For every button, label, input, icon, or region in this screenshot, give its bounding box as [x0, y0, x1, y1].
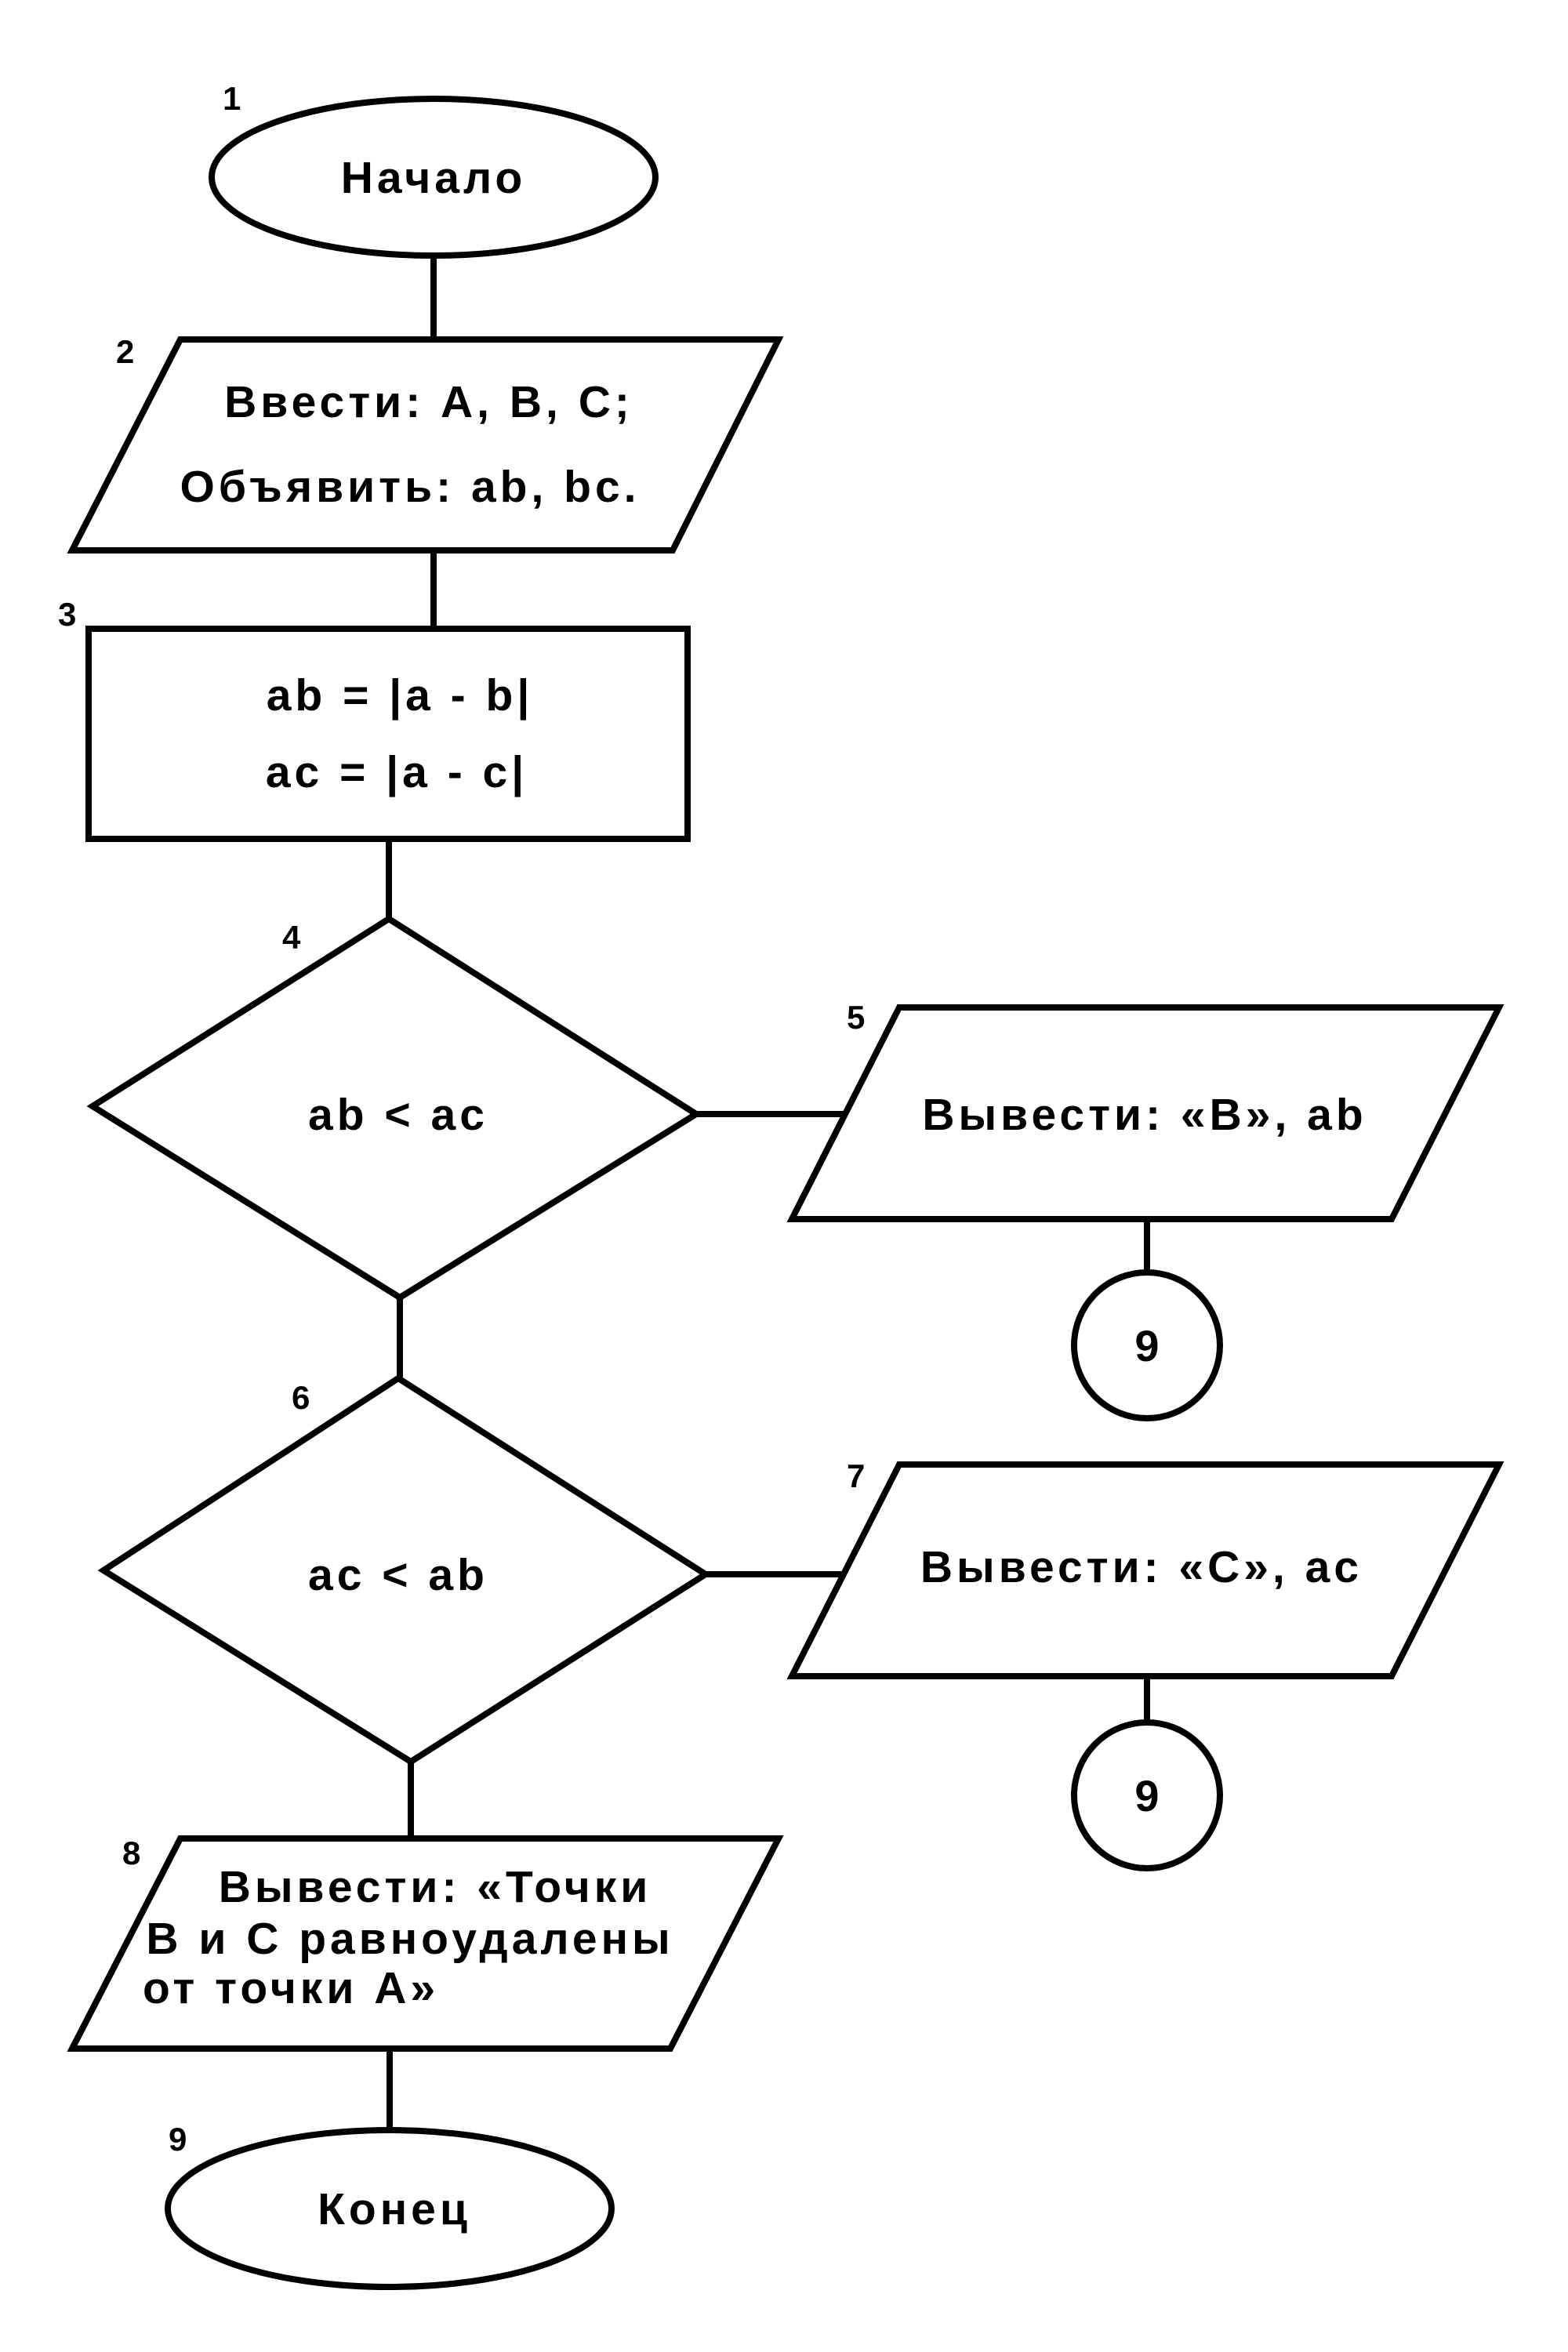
end-terminator	[165, 2127, 615, 2290]
block-number-3: 3	[58, 596, 76, 633]
link-c-label: 9	[1134, 1771, 1159, 1820]
compute-block	[85, 626, 691, 842]
decision-2-label: ac < ab	[308, 1550, 488, 1600]
decision-ac-lt-ab	[97, 1374, 712, 1766]
output-b-label: Вывести: «B», ab	[922, 1090, 1367, 1140]
output-equal-block	[67, 1835, 784, 2052]
link-circle-b	[1071, 1269, 1223, 1421]
link-circle-c	[1071, 1719, 1223, 1871]
start-label: Начало	[341, 153, 527, 203]
output-equal-line-2: B и C равноудалены	[146, 1914, 673, 1964]
block-number-2: 2	[116, 333, 134, 370]
output-b-block	[786, 1004, 1504, 1222]
block-number-9: 9	[169, 2121, 187, 2158]
block-number-5: 5	[847, 999, 865, 1036]
decision-ab-lt-ac	[86, 915, 702, 1301]
input-block	[67, 336, 784, 554]
block-number-7: 7	[847, 1457, 865, 1494]
input-line-1: Ввести: A, B, C;	[224, 377, 633, 427]
output-c-label: Вывести: «C», ac	[920, 1542, 1363, 1592]
output-equal-line-3: от точки A»	[143, 1963, 439, 2013]
link-b-label: 9	[1134, 1321, 1159, 1370]
block-number-6: 6	[292, 1379, 310, 1416]
start-terminator	[209, 96, 659, 259]
block-number-8: 8	[122, 1835, 140, 1871]
compute-line-1: ab = |a - b|	[267, 670, 534, 720]
compute-line-2: ac = |a - c|	[266, 747, 528, 797]
decision-1-label: ab < ac	[308, 1090, 488, 1140]
input-line-2: Объявить: ab, bc.	[180, 462, 640, 512]
end-label: Конец	[318, 2184, 471, 2234]
block-number-1: 1	[223, 80, 241, 117]
output-c-block	[786, 1461, 1504, 1679]
block-number-4: 4	[282, 919, 301, 956]
output-equal-line-1: Вывести: «Точки	[219, 1862, 652, 1912]
